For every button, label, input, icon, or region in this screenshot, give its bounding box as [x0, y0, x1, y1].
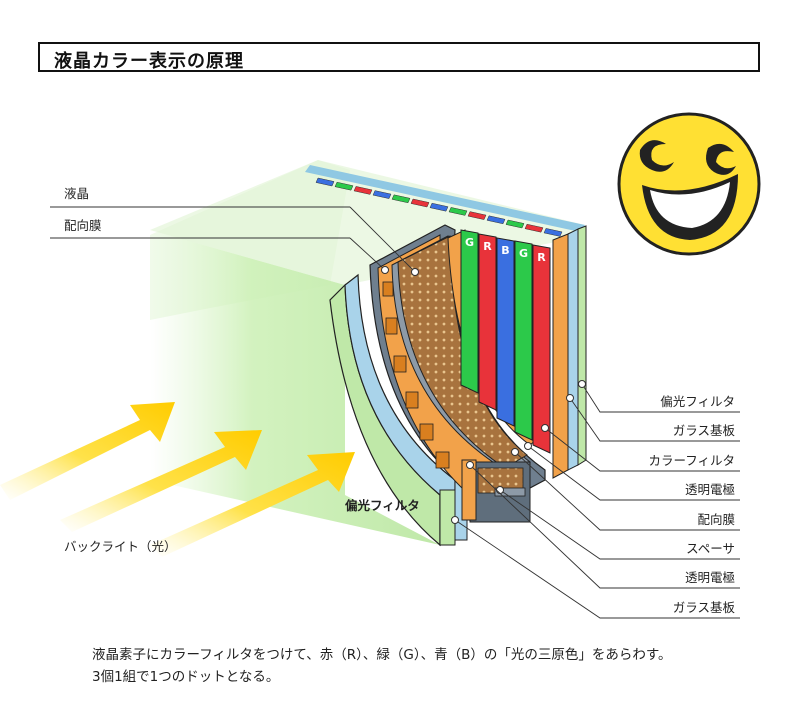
right-label-text: スペーサ [686, 541, 735, 556]
caption: 液晶素子にカラーフィルタをつけて、赤（R）、緑（G）、青（B）の「光の三原色」を… [92, 644, 672, 688]
title-box: 液晶カラー表示の原理 [38, 42, 760, 72]
top-stripe-tile [543, 228, 563, 237]
smiley-face-icon [617, 112, 761, 256]
right-label-row: 透明電極 [524, 442, 740, 501]
right-label-text: 配向膜 [697, 512, 735, 527]
color-filter-B-3: B [496, 237, 515, 427]
front-glass-layers [329, 273, 468, 547]
right-side-sheets [552, 225, 587, 479]
right-label-text: 透明電極 [685, 570, 735, 585]
color-filter-letter: R [483, 240, 492, 253]
top-stripe-tile [391, 194, 411, 204]
right-label-row: ガラス基板 [451, 516, 740, 619]
color-filter-letter: G [465, 236, 474, 249]
page-title: 液晶カラー表示の原理 [54, 51, 244, 72]
top-stripe-tile [410, 198, 430, 208]
top-edge-strip [305, 165, 585, 237]
top-stripe-tile [448, 207, 468, 216]
right-label-text: カラーフィルタ [648, 453, 735, 468]
label-liquid-crystal: 液晶 [64, 186, 89, 201]
color-filter-G-4: G [514, 240, 533, 441]
right-label-text: 透明電極 [685, 482, 735, 497]
right-label-row: スペーサ [496, 486, 740, 560]
label-backlight: バックライト（光） [64, 539, 177, 554]
top-stripe-tile [315, 177, 335, 187]
right-label-text: 偏光フィルタ [660, 394, 735, 409]
top-stripe-tile [467, 211, 487, 220]
color-filter-R-2: R [478, 233, 497, 411]
caption-line-2: 3個1組で1つのドットとなる。 [92, 669, 280, 685]
right-label-row: 配向膜 [511, 448, 740, 531]
top-stripe-tile [334, 181, 354, 191]
color-filter-R-5: R [532, 244, 551, 454]
top-stripe-tile [505, 219, 525, 229]
color-filter-letter: G [519, 247, 528, 260]
caption-line-1: 液晶素子にカラーフィルタをつけて、赤（R）、緑（G）、青（B）の「光の三原色」を… [92, 647, 672, 663]
color-filter-G-1: G [460, 229, 479, 394]
right-label-row: 透明電極 [466, 461, 740, 589]
right-label-row: カラーフィルタ [541, 424, 740, 472]
left-labels: 液晶 配向膜 バックライト（光） [50, 186, 419, 554]
right-label-row: ガラス基板 [566, 394, 740, 442]
top-stripe-tile [524, 223, 544, 233]
top-stripe-tile [353, 186, 373, 195]
color-filter-letter: R [537, 251, 546, 264]
label-alignment-film: 配向膜 [64, 218, 102, 233]
backlight-arrows [0, 402, 355, 557]
right-label-text: ガラス基板 [673, 423, 736, 438]
top-stripe-tile [486, 215, 506, 225]
color-filter-letter: B [501, 244, 509, 257]
top-stripe-tile [372, 190, 392, 199]
top-stripe-tile [429, 202, 449, 212]
front-polarizer-label: 偏光フィルタ [345, 498, 420, 513]
right-label-text: ガラス基板 [673, 600, 736, 615]
right-label-row: 偏光フィルタ [578, 380, 740, 413]
